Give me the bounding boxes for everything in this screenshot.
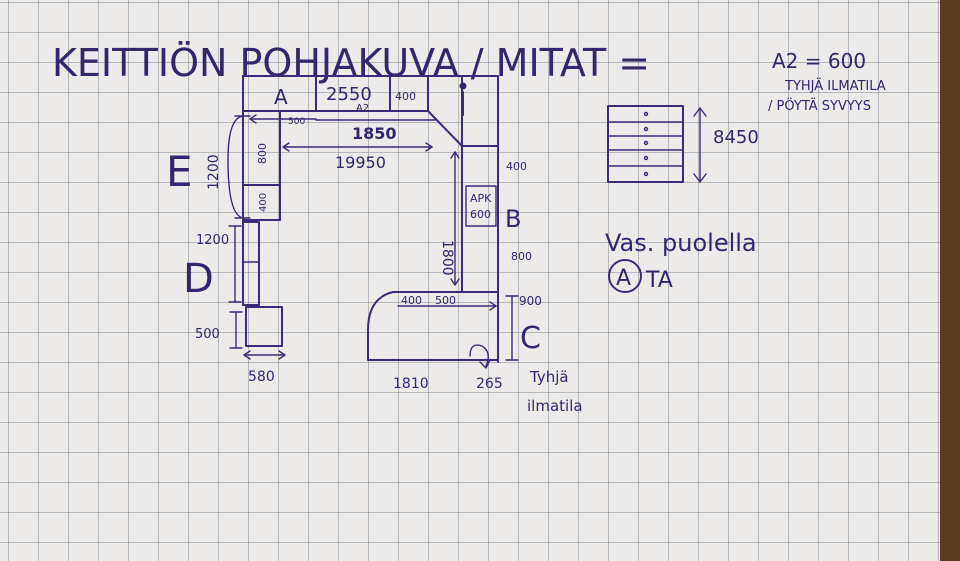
dim-500-c: 500: [435, 294, 456, 307]
label-empty-1: Tyhjä: [529, 368, 569, 386]
counter-c: [367, 291, 499, 363]
table-edge: [940, 0, 960, 561]
label-d: D: [183, 256, 214, 302]
label-b: B: [505, 205, 521, 233]
dim-drawer-height: 8450: [713, 127, 759, 148]
label-apk: APK: [470, 192, 492, 205]
dim-580: 580: [248, 369, 275, 385]
note-a2: A2 = 600: [772, 49, 866, 73]
label-a: A: [274, 85, 288, 109]
dim-1850: 1850: [352, 124, 397, 143]
circled-a-label: A: [616, 266, 631, 291]
top-counter: [242, 75, 499, 147]
label-empty-2: ilmatila: [527, 397, 583, 415]
drawer-height-arrow: [693, 107, 707, 183]
circled-a: [608, 259, 642, 293]
note-table-depth: / PÖYTÄ SYVYYS: [768, 97, 871, 114]
plan-title: KEITTIÖN POHJAKUVA / MITAT =: [52, 41, 650, 85]
dim-500-d: 500: [195, 327, 220, 342]
dim-400-c: 400: [401, 294, 422, 307]
dim-1800: 1800: [439, 240, 455, 276]
dim-1200-e: 1200: [206, 154, 222, 190]
tall-cabinet: [459, 75, 499, 147]
dim-19950: 19950: [335, 153, 386, 172]
dim-1200-d: 1200: [196, 233, 229, 248]
right-column-b: [461, 145, 499, 293]
note-left-side: Vas. puolella: [605, 229, 757, 257]
label-apk-value: 600: [470, 208, 491, 221]
dim-1810: 1810: [393, 376, 429, 392]
dim-500-top: 500: [288, 117, 305, 127]
label-a2: A2: [356, 103, 369, 114]
dim-800-vertical: 800: [256, 143, 269, 164]
e-bracket: [227, 115, 251, 219]
label-e: E: [166, 147, 193, 196]
drawer-unit: [607, 105, 684, 183]
dim-arrows: [228, 114, 519, 361]
dim-2550: 2550: [326, 84, 372, 105]
dim-400-vertical: 400: [258, 193, 269, 212]
dim-400-b: 400: [506, 160, 527, 173]
note-ta: TA: [645, 268, 673, 293]
label-c: C: [520, 321, 541, 356]
left-column: [242, 75, 283, 347]
dim-800-b: 800: [511, 250, 532, 263]
dim-900: 900: [519, 294, 542, 308]
dim-400-top: 400: [395, 90, 416, 103]
dim-265: 265: [476, 376, 503, 392]
note-empty-space: TYHJÄ ILMATILA: [784, 78, 886, 94]
empty-space-arrow: [469, 344, 491, 369]
